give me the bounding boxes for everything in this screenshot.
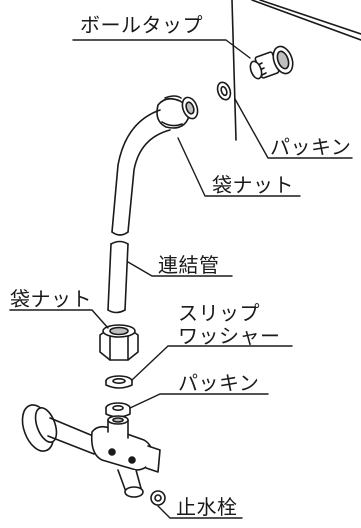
cap-nut-bottom [99,324,139,361]
leader-connecting-pipe [127,261,233,277]
label-cap-nut-top: 袋ナット [212,173,294,197]
leader-packing-top [234,98,353,159]
leader-cap-nut-top [177,137,301,197]
label-cap-nut-bottom: 袋ナット [10,287,92,311]
label-connecting-pipe: 連結管 [158,253,220,277]
packing-top-ring [216,81,232,101]
tank-outline [231,0,361,141]
cap-nut-top [156,95,199,129]
leader-stop-valve [157,505,243,519]
label-stop-valve: 止水栓 [176,495,238,519]
label-slip-washer-line2: ワッシャー [178,324,281,348]
label-packing-top: パッキン [270,135,352,159]
stop-valve [21,404,166,506]
ball-tap-fitting [249,45,294,80]
leader-slip-washer [131,345,293,381]
leader-ball-tap [72,39,251,59]
leader-lines [9,39,353,519]
leader-cap-nut-bottom [9,309,109,329]
connecting-pipe [107,109,171,314]
label-packing-bottom: パッキン [178,371,260,395]
slip-washer-ring [105,375,133,389]
label-ball-tap: ボールタップ [80,13,203,37]
label-slip-washer-line1: スリップ [178,301,260,325]
leader-packing-bottom [129,393,269,409]
packing-bottom-ring [105,402,131,418]
